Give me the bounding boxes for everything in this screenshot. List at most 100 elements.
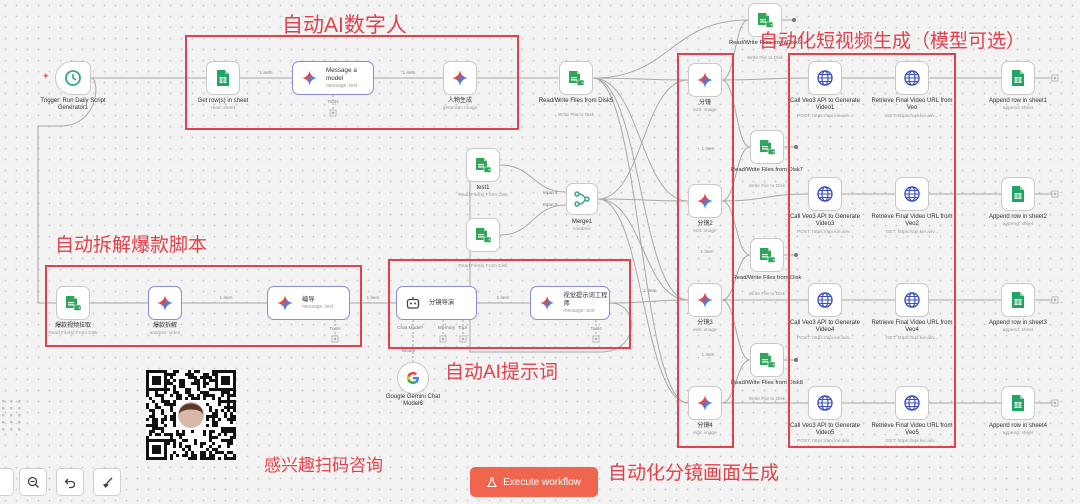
rw-disk7-sub: Write File to Disk	[748, 184, 786, 189]
undo-button[interactable]	[56, 468, 84, 496]
veo-4-sub: POST: https://api.kie.ai/v...	[797, 439, 853, 444]
append-3-label: Append row in sheet3	[988, 320, 1048, 326]
add-node-plus-icon[interactable]	[1051, 399, 1059, 407]
append-2-node[interactable]	[1001, 177, 1035, 211]
persona-label: 人物生成	[447, 98, 472, 104]
shot4-label: 分镜4	[697, 423, 713, 429]
rw-disk6-label: Read/Write Files from Disk6	[728, 40, 802, 46]
shot3-label: 分镜3	[697, 320, 713, 326]
shot2-sub: edit: image	[693, 229, 717, 234]
viral-breakdown-node[interactable]	[148, 286, 182, 320]
retrieve-3-node[interactable]	[895, 283, 929, 317]
rw-disk8-label: Read/Write Files from Disk8	[730, 380, 804, 386]
veo-3-sub: POST: https://api.kie.ai/v...	[797, 336, 853, 341]
trigger-node[interactable]	[55, 61, 91, 95]
gemini-icon	[301, 70, 318, 86]
disk-icon	[476, 228, 492, 243]
agent-memory-port: Memory	[438, 326, 456, 331]
veo-3-node[interactable]	[808, 283, 842, 317]
add-node-plus-icon[interactable]	[1051, 190, 1059, 198]
plus-glyph-icon	[1053, 76, 1057, 80]
rw-disk8-node[interactable]	[750, 343, 784, 377]
rewrite-sub: message: text	[302, 303, 334, 310]
zoom-out-icon	[27, 476, 39, 488]
zoom-out-button[interactable]	[19, 468, 47, 496]
execute-workflow-button[interactable]: Execute workflow	[470, 467, 598, 497]
gemini-chat-model-label: Google Gemini Chat Model6	[385, 394, 441, 408]
flask-icon	[487, 476, 498, 487]
shot3-node[interactable]	[688, 283, 722, 317]
test2-node[interactable]	[466, 218, 500, 252]
edge-label-1item: 1 item	[366, 295, 379, 301]
test2-sub: Read File(s) From Disk	[458, 264, 508, 269]
rw-disk5-label: Read/Write Files from Disk5	[538, 98, 614, 104]
retrieve-4-sub: GET: https://api.kie.ai/v...	[885, 439, 939, 444]
append-1-label: Append row in sheet1	[988, 98, 1048, 104]
merge-input2: Input 2	[543, 203, 558, 208]
merge-node[interactable]	[566, 183, 598, 215]
qr-code-image	[146, 370, 236, 460]
add-node-plus-icon[interactable]	[1051, 296, 1059, 304]
shot1-sub: edit: image	[693, 108, 717, 113]
rw-disk-node[interactable]	[750, 238, 784, 272]
retrieve-2-node[interactable]	[895, 177, 929, 211]
storyboard-box	[677, 53, 734, 448]
append-4-sub: append: sheet	[1002, 431, 1034, 436]
veo-4-label: Call Veo3 API to Generate Video5	[789, 423, 861, 437]
retrieve-4-node[interactable]	[895, 386, 929, 420]
veo-1-label: Call Veo3 API to Generate Video1	[789, 98, 861, 112]
rw-disk7-node[interactable]	[750, 130, 784, 164]
test1-label: test1	[476, 185, 490, 191]
append-3-node[interactable]	[1001, 283, 1035, 317]
append-1-node[interactable]	[1001, 61, 1035, 95]
zoom-fit-button[interactable]	[0, 468, 14, 496]
veo-3-label: Call Veo3 API to Generate Video4	[789, 320, 861, 334]
append-2-label: Append row in sheet2	[988, 214, 1048, 220]
shot4-node[interactable]	[688, 386, 722, 420]
test1-sub: Read File(s) From Disk	[458, 193, 508, 198]
retrieve-1-node[interactable]	[895, 61, 929, 95]
shot1-node[interactable]	[688, 63, 722, 97]
tidy-up-button[interactable]	[93, 468, 121, 496]
get-rows-sub: read: sheet	[210, 106, 235, 111]
sheets-icon	[217, 70, 229, 86]
add-node-plus-icon[interactable]	[1051, 74, 1059, 82]
storyboard-agent-node[interactable]: 分镜导演	[396, 286, 477, 320]
agent-chat-model-port: Chat Model*	[397, 326, 424, 331]
output-port[interactable]	[792, 18, 796, 22]
veo-4-node[interactable]	[808, 386, 842, 420]
persona-sub: generate: image	[442, 106, 478, 111]
annotation-scan-qr: 感兴趣扫码咨询	[264, 456, 383, 475]
robot-icon	[406, 297, 420, 309]
veo-1-node[interactable]	[808, 61, 842, 95]
append-4-node[interactable]	[1001, 386, 1035, 420]
viral-extract-node[interactable]	[56, 286, 90, 320]
connection-line	[592, 77, 689, 202]
get-rows-node[interactable]	[206, 61, 240, 95]
veo-2-node[interactable]	[808, 177, 842, 211]
test1-node[interactable]	[466, 148, 500, 182]
shot2-node[interactable]	[688, 184, 722, 218]
gemini-icon	[697, 395, 713, 411]
message-model-sub: message: text	[326, 82, 358, 89]
rw-disk5-node[interactable]	[559, 61, 593, 95]
gemini-icon	[539, 295, 555, 311]
retrieve-1-sub: GET: https://api.kie.ai/v...	[885, 114, 939, 119]
annotation-short-video: 自动化短视频生成（模型可选）	[759, 31, 1026, 52]
gemini-chat-model-node[interactable]	[397, 362, 429, 394]
merge-label: Merge1	[571, 219, 593, 225]
veo-1-sub: POST: https://api.kie.ai/v...	[797, 114, 853, 119]
globe-icon	[904, 70, 920, 86]
disk-icon	[760, 353, 776, 368]
disk-icon	[760, 248, 776, 263]
annotation-script-breakdown: 自动拆解爆款脚本	[55, 235, 208, 256]
rw-disk6-node[interactable]	[748, 3, 782, 37]
visual-prompt-sub: message: text	[563, 307, 595, 314]
retrieve-4-label: Retrieve Final Video URL from Veo5	[871, 423, 953, 437]
persona-node[interactable]	[443, 61, 477, 95]
shot4-sub: edit: image	[693, 431, 717, 436]
